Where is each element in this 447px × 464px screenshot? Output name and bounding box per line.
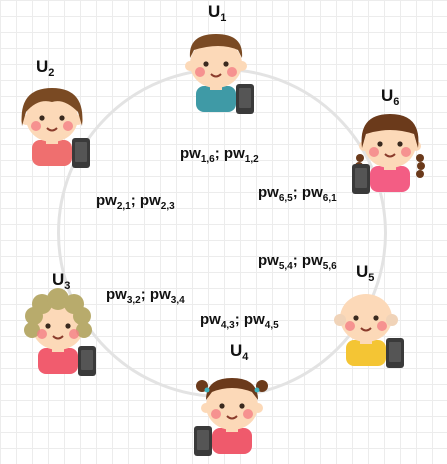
edge-label-2: pw2,1; pw2,3 — [96, 192, 175, 212]
user-avatar-5 — [330, 282, 404, 368]
edge-label-6: pw6,5; pw6,1 — [258, 184, 337, 204]
user-avatar-3 — [22, 288, 96, 376]
edge-label-3: pw3,2; pw3,4 — [106, 286, 185, 306]
user-avatar-2 — [16, 82, 90, 168]
user-label-3: U3 — [52, 270, 71, 292]
edge-label-4: pw4,3; pw4,5 — [200, 311, 279, 331]
user-avatar-4 — [194, 370, 270, 456]
user-label-2: U2 — [36, 57, 55, 79]
user-avatar-6 — [352, 108, 428, 194]
user-label-1: U1 — [208, 2, 227, 24]
user-label-6: U6 — [381, 86, 400, 108]
user-label-4: U4 — [230, 341, 249, 363]
edge-label-1: pw1,6; pw1,2 — [180, 145, 259, 165]
user-label-5: U5 — [356, 262, 375, 284]
user-avatar-1 — [180, 28, 254, 114]
edge-label-5: pw5,4; pw5,6 — [258, 252, 337, 272]
